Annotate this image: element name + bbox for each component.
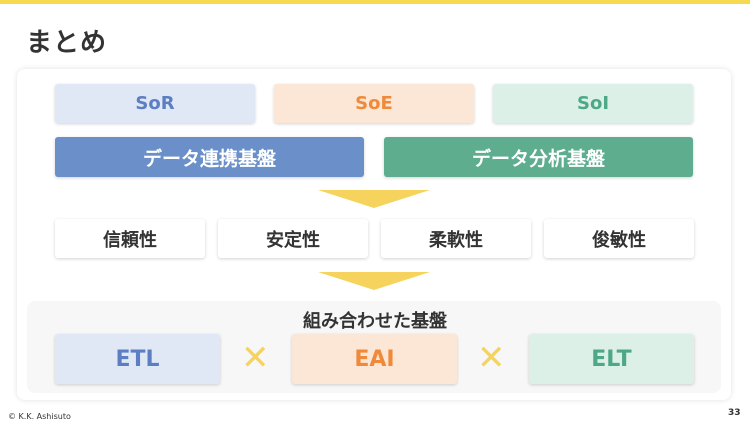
cross-icon: ✕	[477, 338, 506, 378]
down-arrow-icon	[318, 190, 430, 208]
quality-box-flexibility: 柔軟性	[381, 219, 531, 258]
copyright-text: © K.K. Ashisuto	[8, 412, 71, 421]
quality-box-agility: 俊敏性	[544, 219, 694, 258]
down-arrow-icon	[318, 272, 430, 290]
combination-title: 組み合わせた基盤	[303, 311, 447, 332]
cross-icon: ✕	[241, 338, 270, 378]
quality-box-stability: 安定性	[218, 219, 368, 258]
quality-box-reliability: 信頼性	[55, 219, 205, 258]
tech-box-etl: ETL	[55, 334, 220, 384]
platform-box-data-integration: データ連携基盤	[55, 137, 364, 177]
platform-box-data-analytics: データ分析基盤	[384, 137, 693, 177]
system-box-soe: SoE	[274, 84, 474, 123]
tech-box-elt: ELT	[529, 334, 694, 384]
slide-title: まとめ	[26, 28, 108, 58]
page-number: 33	[728, 408, 741, 418]
system-box-sor: SoR	[55, 84, 255, 123]
system-box-soi: SoI	[493, 84, 693, 123]
tech-box-eai: EAI	[292, 334, 457, 384]
top-accent-bar	[0, 0, 750, 4]
